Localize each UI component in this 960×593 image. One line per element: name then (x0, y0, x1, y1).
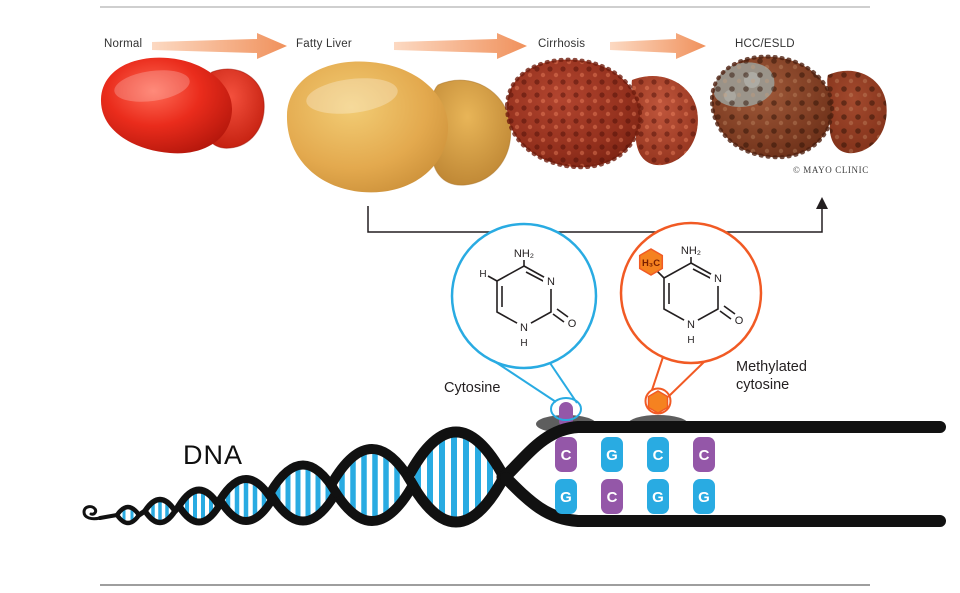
cytosine-callout: NH₂ N N H H O (450, 222, 598, 370)
arrow-fatty-to-cirrhosis (394, 33, 527, 59)
methyl-group-label: H₃C (642, 258, 660, 269)
base-bottom-4-letter: G (698, 489, 710, 506)
helix-end-curl (82, 505, 102, 521)
base-bottom-3 (647, 479, 669, 514)
methylated-cytosine-label: Methylated cytosine (736, 358, 807, 394)
base-top-4 (693, 437, 715, 472)
base-pair-rungs: C G C C G C G G (555, 437, 715, 514)
base-top-1 (555, 437, 577, 472)
base-top-4-letter: C (699, 447, 710, 464)
base-top-1-letter: C (561, 447, 572, 464)
stage-label-fatty-liver: Fatty Liver (296, 38, 352, 50)
bottom-border-line (100, 584, 870, 586)
dna-illustration: C G C C G C G G (82, 390, 946, 528)
top-strand (500, 421, 946, 482)
cytosine-n-right-label: N (547, 276, 555, 288)
callout-funnels (493, 356, 705, 421)
base-bottom-1-letter: G (560, 489, 572, 506)
base-bottom-2-letter: C (607, 489, 618, 506)
cytosine-h-bottom-label: H (520, 338, 527, 349)
cytosine-amine-label: NH₂ (514, 248, 534, 260)
cytosine-oxygen-label: O (568, 318, 577, 330)
methylation-connector-arrow (367, 197, 828, 233)
bottom-strand (500, 472, 946, 527)
arrow-normal-to-fatty (152, 33, 287, 59)
mayo-clinic-credit: © MAYO CLINIC (793, 165, 869, 175)
methyl-group-marker (647, 390, 669, 414)
base-top-2 (601, 437, 623, 472)
methyl-target-circle (644, 387, 672, 415)
methylated-cytosine-label-line1: Methylated (736, 359, 807, 375)
normal-liver-illustration (100, 57, 265, 154)
methyl-group-hexagon (638, 248, 664, 276)
hcc-esld-liver-illustration (709, 54, 887, 160)
dna-label: DNA (183, 440, 244, 470)
cytosine-n-bottom-label: N (520, 322, 528, 334)
methylated-n-bottom-label: N (687, 319, 695, 331)
cytosine-target-ellipse (550, 397, 582, 421)
methylated-amine-label: NH₂ (681, 245, 701, 257)
base-bottom-3-letter: G (652, 489, 664, 506)
base-bottom-2 (601, 479, 623, 514)
arrow-cirrhosis-to-hcc (610, 33, 706, 59)
stage-label-cirrhosis: Cirrhosis (538, 38, 586, 50)
cytosine-circle (450, 222, 598, 370)
base-top-2-letter: G (606, 447, 618, 464)
cytosine-label: Cytosine (444, 380, 501, 396)
methylated-cytosine-label-line2: cytosine (736, 377, 790, 393)
base-top-3 (647, 437, 669, 472)
fatty-liver-illustration (286, 61, 512, 193)
methylated-oxygen-label: O (735, 315, 744, 327)
stage-label-normal: Normal (104, 38, 143, 50)
cytosine-h-left-label: H (479, 269, 486, 280)
cirrhosis-liver-illustration (504, 57, 698, 170)
progression-arrows (152, 33, 706, 59)
dna-helix (82, 426, 514, 528)
methylated-h-bottom-label: H (687, 335, 694, 346)
stage-label-hcc-esld: HCC/ESLD (735, 38, 795, 50)
base-bottom-1 (555, 479, 577, 514)
top-border-line (100, 6, 870, 8)
methylated-n-right-label: N (714, 273, 722, 285)
base-bottom-4 (693, 479, 715, 514)
methylated-cytosine-callout: H₃C NH₂ N N H O (619, 221, 763, 365)
cytosine-stub (559, 402, 573, 428)
base-top-3-letter: C (653, 447, 664, 464)
